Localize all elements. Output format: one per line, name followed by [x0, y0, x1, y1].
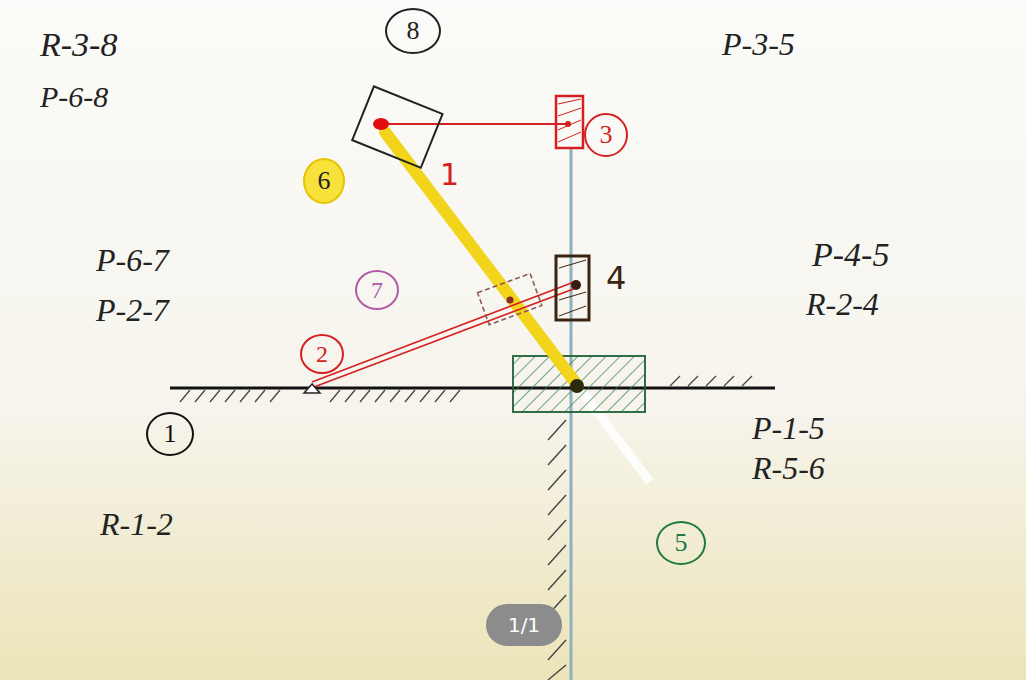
part-number-circle: 2 [300, 334, 344, 374]
callout-number: 5 [675, 530, 688, 556]
joint-label: P-1-5 [752, 412, 825, 444]
part-number-circle: 1 [146, 412, 194, 456]
joint-label: P-6-8 [40, 82, 108, 112]
callout-number: 3 [600, 122, 613, 148]
page-indicator: 1/1 [486, 604, 562, 646]
part-number-circle: 3 [584, 113, 628, 157]
part-number-circle: 7 [355, 270, 399, 310]
part-number-circle: 8 [385, 8, 441, 54]
joint-label: P-6-7 [96, 244, 169, 276]
joint-label: R-2-4 [806, 288, 879, 320]
callout-number: 8 [407, 18, 420, 44]
part-number-circle: 6 [303, 158, 345, 204]
joint-label: P-4-5 [812, 238, 889, 272]
callout-number: 2 [316, 342, 328, 366]
joint-label: R-5-6 [752, 452, 825, 484]
joint-label: R-3-8 [40, 28, 117, 62]
joint-label: R-1-2 [100, 508, 173, 540]
part-number-circle: 5 [656, 521, 706, 565]
joint-label: P-3-5 [722, 28, 795, 60]
callout-number: 1 [440, 160, 459, 190]
page-number: 1/1 [508, 615, 540, 635]
callout-number: 1 [164, 421, 177, 447]
callout-number: 7 [371, 278, 383, 302]
joint-label: P-2-7 [96, 294, 169, 326]
callout-number: 4 [606, 262, 626, 294]
callout-number: 6 [318, 168, 331, 194]
